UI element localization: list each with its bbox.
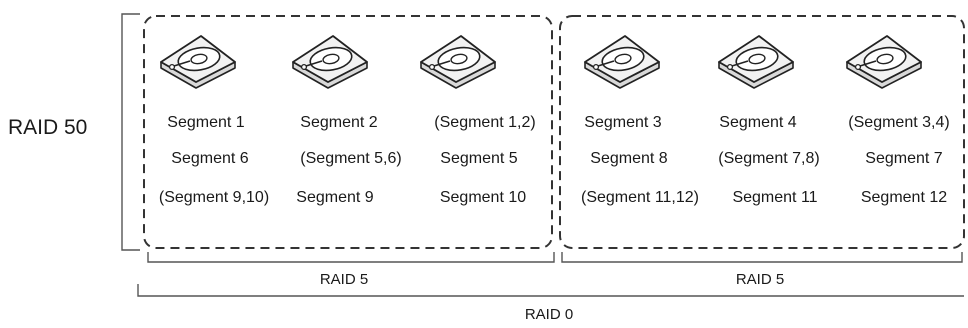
hard-drive-icon — [161, 36, 235, 88]
segment-label: Segment 5 — [440, 150, 517, 168]
segment-label: (Segment 9,10) — [159, 189, 269, 207]
segment-label: Segment 1 — [167, 114, 244, 132]
hard-drive-icon — [719, 36, 793, 88]
segment-label: (Segment 1,2) — [434, 114, 535, 132]
raid5-group-2-bracket — [562, 252, 962, 262]
segment-label: Segment 3 — [584, 114, 661, 132]
segment-label: Segment 8 — [590, 150, 667, 168]
raid5-label: RAID 5 — [320, 271, 368, 289]
raid50-label: RAID 50 — [8, 119, 87, 137]
raid5-group-1-bracket — [148, 252, 554, 262]
raid50-bracket — [122, 14, 140, 250]
raid0-label: RAID 0 — [525, 306, 573, 324]
segment-label: Segment 9 — [296, 189, 373, 207]
hard-drive-icon — [585, 36, 659, 88]
segment-label: Segment 12 — [861, 189, 947, 207]
raid5-label: RAID 5 — [736, 271, 784, 289]
segment-label: Segment 11 — [732, 189, 817, 207]
segment-label: (Segment 11,12) — [581, 189, 699, 207]
segment-label: Segment 7 — [865, 150, 942, 168]
segment-label: (Segment 5,6) — [300, 150, 401, 168]
segment-label: (Segment 3,4) — [848, 114, 949, 132]
hard-drive-icon — [293, 36, 367, 88]
hard-drive-icon — [421, 36, 495, 88]
segment-label: Segment 4 — [719, 114, 796, 132]
segment-label: Segment 2 — [300, 114, 377, 132]
segment-label: (Segment 7,8) — [718, 150, 819, 168]
segment-label: Segment 10 — [440, 189, 526, 207]
raid0-bracket — [138, 284, 964, 296]
segment-label: Segment 6 — [171, 150, 248, 168]
hard-drive-icon — [847, 36, 921, 88]
